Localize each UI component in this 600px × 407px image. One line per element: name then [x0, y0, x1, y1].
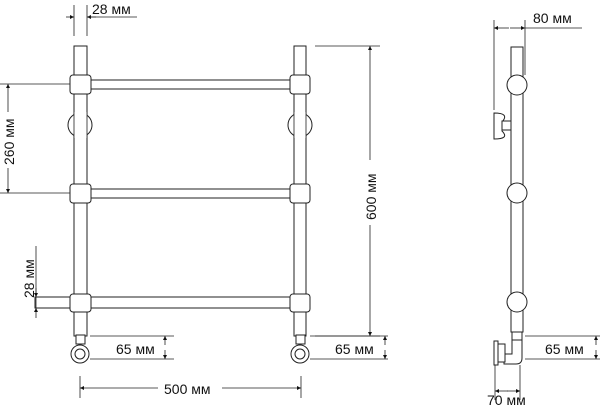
wall-brackets: [67, 112, 313, 138]
dim-label: 28 мм: [92, 1, 131, 17]
dim-label: 80 мм: [533, 10, 572, 26]
dim-label: 500 мм: [164, 381, 211, 397]
dim-label: 65 мм: [116, 341, 155, 357]
side-wall-bracket: [493, 112, 512, 140]
top-rail: [86, 79, 295, 90]
dimension-valve-side: 65 мм: [525, 335, 600, 360]
valves: [70, 334, 310, 364]
connector-ball: [506, 291, 528, 313]
connector-ball: [506, 74, 528, 96]
dimension-valve-right: 65 мм: [310, 335, 388, 360]
dimension-height: 600 мм: [315, 45, 380, 337]
dimension-width: 500 мм: [79, 376, 302, 398]
dimension-wall-offset: 80 мм: [493, 10, 582, 110]
dim-label: 260 мм: [1, 119, 17, 166]
rail-connectors: [69, 74, 311, 313]
dimension-valve-left: 65 мм: [90, 335, 174, 360]
dim-label: 65 мм: [335, 341, 374, 357]
dimension-pipe-top: 28 мм: [66, 1, 137, 36]
side-view: 80 мм 65 мм 70 мм: [487, 10, 600, 407]
dim-label: 600 мм: [363, 174, 379, 221]
middle-rail: [86, 188, 295, 199]
dim-label: 65 мм: [545, 341, 584, 357]
dimension-valve-offset: 70 мм: [487, 365, 526, 407]
connector-ball: [506, 182, 528, 204]
front-view: 28 мм 260 мм 28 мм 600 мм 65 мм: [0, 1, 388, 398]
dim-label: 28 мм: [21, 259, 37, 298]
side-valve: [493, 331, 523, 366]
dim-label: 70 мм: [487, 392, 526, 407]
dimension-rail-spacing: 260 мм: [0, 83, 70, 194]
dimension-pipe-left: 28 мм: [21, 246, 38, 318]
